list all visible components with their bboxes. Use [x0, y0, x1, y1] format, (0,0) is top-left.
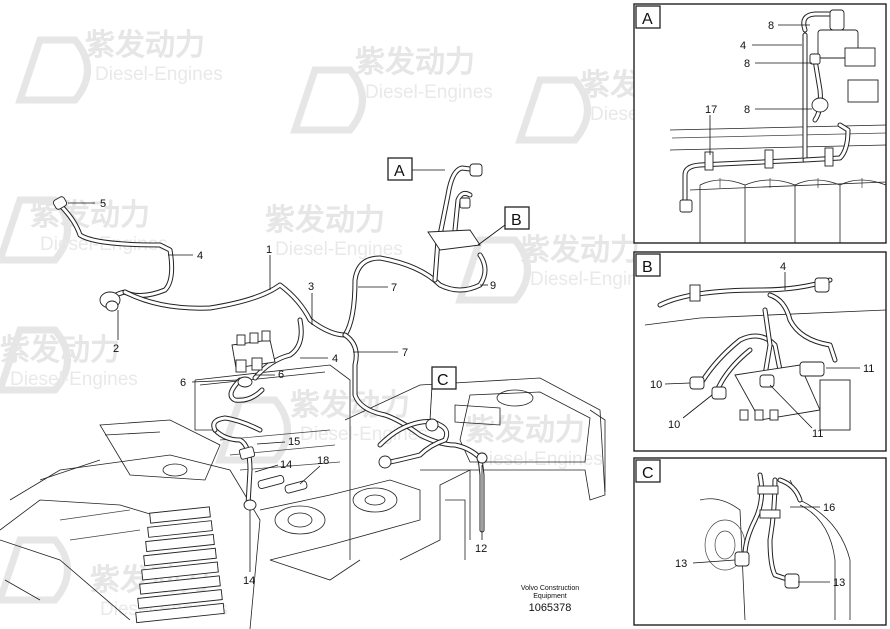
connector-block-a: [427, 163, 483, 251]
watermark-logo-icon: [15, 36, 91, 104]
label-14-upper: 14: [280, 459, 292, 471]
detail-a-engine: [669, 124, 887, 243]
detail-a-label-8-mid: 8: [744, 58, 750, 70]
watermark-logo-icon: [0, 536, 71, 604]
label-6-left: 6: [180, 377, 186, 389]
detail-b-label-4: 4: [780, 261, 786, 273]
watermark-logo-icon: [290, 66, 366, 134]
watermark-cn-9: 紫发动力: [465, 413, 585, 448]
fitting-5: [52, 196, 68, 210]
label-4-upper: 4: [197, 250, 203, 262]
detail-a-sensor: [809, 9, 879, 113]
detail-c-label-13-right: 13: [833, 577, 845, 589]
watermark-cn-6: 紫发动力: [520, 233, 640, 268]
main-components: [231, 163, 488, 511]
callout-letter-c: C: [437, 372, 449, 389]
label-9: 9: [490, 280, 496, 292]
detail-a-label-17: 17: [705, 104, 717, 116]
detail-a-label-4: 4: [740, 40, 746, 52]
callout-box-b[interactable]: B: [504, 206, 530, 230]
detail-c-label-13-left: 13: [675, 558, 687, 570]
watermark-en-5: Diesel-Engines: [275, 239, 403, 260]
detail-c-letter: C: [642, 465, 654, 482]
main-leader-lines: [68, 169, 506, 572]
watermark-cn-7: 紫发动力: [0, 333, 120, 368]
detail-a-label-8-top: 8: [768, 20, 774, 32]
watermark-logo-icon: [455, 236, 531, 304]
label-12: 12: [475, 543, 487, 555]
detail-panel-c: C 16 13 13: [633, 457, 887, 626]
watermark-cn-2: 紫发动力: [355, 45, 475, 80]
watermark-en-2: Diesel-Engines: [365, 82, 493, 103]
detail-panel-b: B 4 11 10 10: [633, 251, 887, 452]
caption-line-1: Volvo Construction: [521, 585, 579, 592]
label-6-right: 6: [278, 369, 284, 381]
callout-box-a[interactable]: A: [387, 157, 413, 181]
label-15: 15: [288, 436, 300, 448]
detail-b-label-11-right: 11: [863, 363, 874, 375]
main-labels: 5 4 1 3 2 7 7 4 6 6 9 15 14 18 14 12: [100, 198, 496, 587]
document-number: 1065378: [529, 602, 572, 614]
caption-line-2: Equipment: [533, 593, 567, 600]
fitting-parts: [238, 418, 488, 511]
caption-block: Volvo Construction Equipment 1065378: [521, 585, 579, 614]
label-3: 3: [308, 281, 314, 293]
label-7-upper: 7: [391, 282, 397, 294]
watermark-en-6: Diesel-Engines: [530, 269, 658, 290]
label-18: 18: [317, 455, 329, 467]
watermark-logo-icon: [215, 396, 291, 464]
detail-panel-a: A: [633, 3, 887, 244]
callout-letter-b: B: [511, 212, 522, 229]
label-2: 2: [113, 343, 119, 355]
detail-b-label-10-upper: 10: [650, 379, 662, 391]
label-1: 1: [266, 244, 272, 256]
label-7-lower: 7: [402, 347, 408, 359]
detail-a-label-8-low: 8: [744, 104, 750, 116]
label-14-lower: 14: [243, 575, 255, 587]
detail-b-label-11-lower: 11: [812, 428, 823, 440]
watermark-en-1: Diesel-Engines: [95, 64, 223, 85]
watermark-cn-1: 紫发动力: [85, 28, 205, 63]
callout-box-c[interactable]: C: [431, 366, 457, 390]
callout-letter-a: A: [394, 163, 405, 180]
watermark-cn-4: 紫发动力: [30, 198, 150, 233]
label-4-lower: 4: [332, 353, 338, 365]
detail-a-letter: A: [642, 11, 653, 28]
machine-frame-drawing: [0, 364, 606, 629]
detail-b-label-10-lower: 10: [668, 419, 680, 431]
watermark-logo-icon: [0, 326, 71, 394]
detail-b-letter: B: [642, 259, 653, 276]
gear-stack: [135, 506, 225, 624]
label-5: 5: [100, 198, 106, 210]
valve-block: [231, 330, 276, 388]
watermark-en-9: Diesel-Engines: [475, 449, 603, 470]
watermark-en-7: Diesel-Engines: [10, 369, 138, 390]
detail-c-label-16: 16: [823, 502, 835, 514]
watermark-cn-5: 紫发动力: [265, 203, 385, 238]
watermark-logo-icon: [515, 76, 591, 144]
